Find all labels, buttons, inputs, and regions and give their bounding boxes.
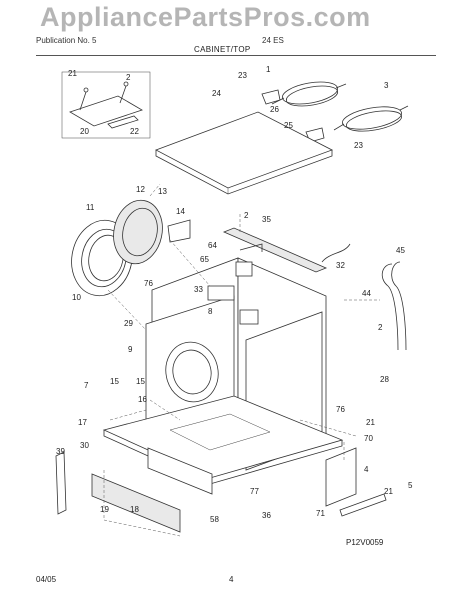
- callout-35: 35: [262, 215, 271, 224]
- callout-5: 5: [408, 481, 413, 490]
- callout-24: 24: [212, 89, 221, 98]
- callout-21: 21: [366, 418, 375, 427]
- callout-28: 28: [380, 375, 389, 384]
- header-rule: [36, 55, 436, 56]
- callout-23: 23: [354, 141, 363, 150]
- callout-77: 77: [250, 487, 259, 496]
- callout-16: 16: [138, 395, 147, 404]
- callout-13: 13: [158, 187, 167, 196]
- callout-39: 39: [56, 447, 65, 456]
- callout-36: 36: [262, 511, 271, 520]
- callout-14: 14: [176, 207, 185, 216]
- callout-19: 19: [100, 505, 109, 514]
- callout-2: 2: [126, 73, 131, 82]
- leader-lines: [103, 183, 380, 537]
- callout-26: 26: [270, 105, 279, 114]
- callout-21: 21: [384, 487, 393, 496]
- callout-17: 17: [78, 418, 87, 427]
- callout-21: 21: [68, 69, 77, 78]
- callout-32: 32: [336, 261, 345, 270]
- section-title: CABINET/TOP: [194, 45, 251, 54]
- footer-page: 4: [229, 575, 234, 584]
- callout-58: 58: [210, 515, 219, 524]
- drain-hose: [381, 263, 399, 351]
- bracket-kit-group: [61, 71, 151, 139]
- callout-4: 4: [364, 465, 369, 474]
- watermark: AppliancePartsPros.com: [40, 2, 371, 32]
- callout-71: 71: [316, 509, 325, 518]
- callout-70: 70: [364, 434, 373, 443]
- callout-8: 8: [208, 307, 213, 316]
- footer-date: 04/05: [36, 575, 57, 584]
- callout-45: 45: [396, 246, 405, 255]
- callout-44: 44: [362, 289, 371, 298]
- callout-76: 76: [144, 279, 153, 288]
- callout-22: 22: [130, 127, 139, 136]
- wire-harness: [321, 243, 351, 263]
- control-module: [325, 447, 357, 507]
- side-bracket: [55, 451, 67, 515]
- lower-panel: [147, 447, 213, 495]
- callout-15: 15: [136, 377, 145, 386]
- callout-2: 2: [378, 323, 383, 332]
- callout-2: 2: [244, 211, 249, 220]
- callout-10: 10: [72, 293, 81, 302]
- callout-3: 3: [384, 81, 389, 90]
- callout-64: 64: [208, 241, 217, 250]
- callout-20: 20: [80, 127, 89, 136]
- callout-1: 1: [266, 65, 271, 74]
- model-label: 24 ES: [262, 36, 284, 45]
- publication-label: Publication No. 5: [36, 36, 97, 45]
- module-bracket: [339, 493, 387, 517]
- callout-30: 30: [80, 441, 89, 450]
- callout-23: 23: [238, 71, 247, 80]
- callout-65: 65: [200, 255, 209, 264]
- kick-panel: [91, 473, 181, 533]
- callout-18: 18: [130, 505, 139, 514]
- callout-76: 76: [336, 405, 345, 414]
- door-assembly: [71, 199, 191, 297]
- callout-9: 9: [128, 345, 133, 354]
- callout-29: 29: [124, 319, 133, 328]
- callout-12: 12: [136, 185, 145, 194]
- diagram-code: P12V0059: [346, 538, 384, 547]
- callout-15: 15: [110, 377, 119, 386]
- callout-7: 7: [84, 381, 89, 390]
- callout-33: 33: [194, 285, 203, 294]
- top-bracket-26: [261, 89, 281, 105]
- callout-25: 25: [284, 121, 293, 130]
- callout-11: 11: [86, 203, 95, 212]
- inlet-hoses: [271, 81, 409, 132]
- top-panel: [155, 111, 333, 195]
